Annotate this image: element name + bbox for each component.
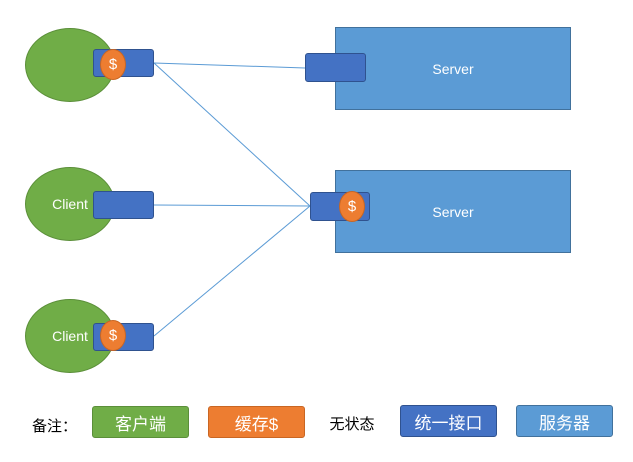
server-label: Server — [432, 60, 474, 77]
cache-symbol: $ — [347, 198, 357, 215]
legend-prefix: 备注： — [32, 417, 78, 435]
cache-icon: $ — [100, 49, 126, 80]
cache-symbol: $ — [108, 327, 118, 344]
cache-icon: $ — [339, 191, 365, 222]
cache-icon: $ — [100, 320, 126, 351]
server-label: Server — [432, 203, 474, 220]
legend-item-label: 客户端 — [115, 414, 166, 434]
client-label: Client — [52, 328, 88, 344]
connector-client3-server2 — [153, 205, 311, 337]
client-node-2: Client — [25, 167, 115, 241]
server-interface-1 — [305, 53, 366, 82]
legend-item-label: 统一接口 — [414, 413, 483, 433]
cache-symbol: $ — [108, 56, 118, 73]
legend-item-server: 服务器 — [516, 405, 613, 437]
server-node-1: Server — [335, 27, 571, 110]
legend-item-label: 服务器 — [539, 413, 590, 433]
client-label: Client — [52, 196, 88, 212]
client-interface-2 — [93, 191, 154, 219]
legend-item-cache: 缓存$ — [208, 406, 305, 438]
legend-item-label: 缓存$ — [234, 414, 279, 434]
connector-client1-server1 — [153, 62, 306, 69]
legend-item-label: 无状态 — [329, 415, 375, 433]
server-node-2: Server — [335, 170, 571, 253]
legend-item-interface: 统一接口 — [400, 405, 497, 437]
legend-item-stateless: 无状态 — [321, 412, 383, 434]
legend-item-client: 客户端 — [92, 406, 189, 438]
connector-client2-server2 — [153, 204, 311, 207]
connector-client1-server2 — [153, 62, 311, 207]
